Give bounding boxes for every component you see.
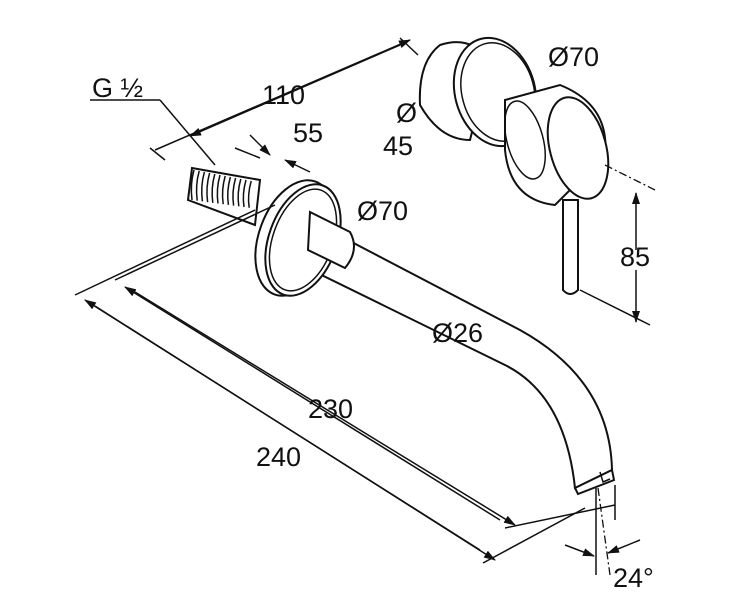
- thread-line: [247, 180, 252, 208]
- flange-diameter-right: Ø70: [548, 42, 599, 72]
- thread-line: [206, 172, 211, 203]
- cylinder-diameter-symbol: Ø: [396, 98, 417, 128]
- dimension-55: 55: [293, 118, 323, 148]
- flange-diameter-left: Ø70: [357, 196, 408, 226]
- thread-line: [232, 177, 237, 206]
- thread-line: [216, 174, 221, 204]
- thread-line: [211, 173, 216, 203]
- thread-line: [226, 176, 232, 206]
- thread-line: [221, 175, 226, 205]
- thread-line: [195, 170, 200, 201]
- mixer-lever: [562, 199, 579, 295]
- dimension-240: 240: [256, 442, 301, 472]
- thread-line: [242, 179, 247, 208]
- dimension-85: 85: [620, 242, 650, 272]
- dimension-230: 230: [308, 394, 353, 424]
- threaded-connector: [186, 166, 262, 227]
- mixer-knob: [504, 83, 610, 207]
- dimension-lines: [74, 37, 656, 576]
- wall-flange-left: [254, 179, 355, 297]
- thread-line: [200, 171, 206, 202]
- thread-label: G ½: [92, 73, 143, 103]
- pipe-diameter: Ø26: [432, 318, 483, 348]
- thread-line: [237, 178, 242, 207]
- cylinder-diameter-value: 45: [383, 131, 413, 161]
- angle-24: 24°: [613, 563, 654, 593]
- dimension-110: 110: [262, 80, 305, 110]
- spout-body: [293, 213, 616, 496]
- thread-line: [190, 169, 195, 201]
